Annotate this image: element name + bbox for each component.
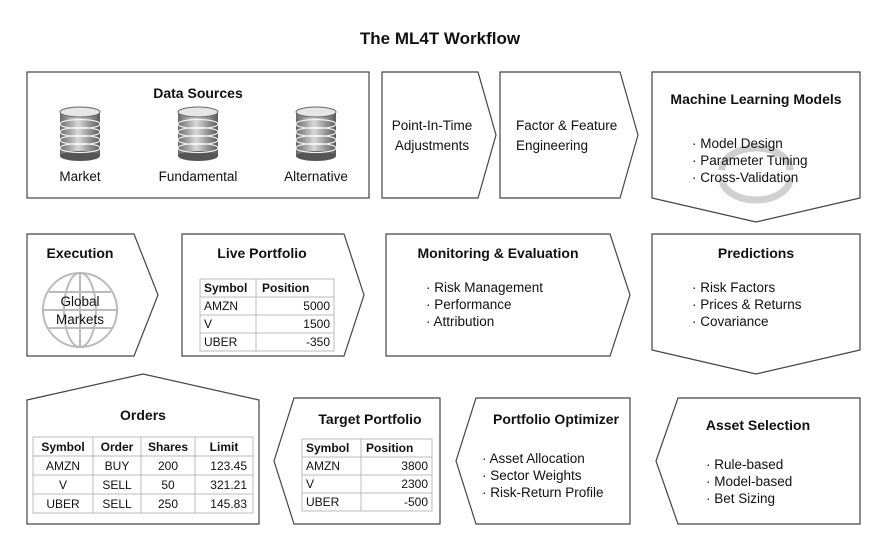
orders-cell: UBER: [46, 497, 80, 511]
live-portfolio-cell: 5000: [303, 299, 330, 313]
database-icon: [295, 106, 337, 162]
monitoring-bullet-3: · Attribution: [426, 314, 494, 329]
target-portfolio-cell: 2300: [401, 477, 428, 491]
orders-table: [32, 436, 254, 514]
live-portfolio-cell: AMZN: [204, 299, 238, 313]
orders-cell: SELL: [102, 497, 132, 511]
monitoring-title: Monitoring & Evaluation: [418, 245, 579, 261]
monitoring-bullet-2: · Performance: [426, 297, 512, 312]
point-in-time-box: Point-In-Time Adjustments: [381, 71, 497, 199]
asset-selection-bullet-2: · Model-based: [706, 474, 792, 489]
orders-cell: AMZN: [46, 459, 80, 473]
orders-cell: SELL: [102, 478, 132, 492]
globe-icon: [42, 272, 118, 348]
asset-selection-bullet-1: · Rule-based: [706, 457, 783, 472]
orders-header-limit: Limit: [210, 440, 239, 454]
data-source-market: Market: [59, 169, 101, 184]
live-portfolio-cell: -350: [306, 335, 330, 349]
ml-models-bullet-1: · Model Design: [692, 136, 783, 151]
orders-cell: 321.21: [210, 478, 247, 492]
target-portfolio-title: Target Portfolio: [318, 411, 421, 427]
asset-selection-title: Asset Selection: [706, 417, 810, 433]
cycle-icon: [718, 144, 794, 204]
ml-models-bullet-2: · Parameter Tuning: [692, 153, 808, 168]
target-portfolio-cell: -500: [404, 495, 428, 509]
ml-models-title: Machine Learning Models: [670, 91, 841, 107]
live-portfolio-box: Live Portfolio Symbol Position AMZN 5000…: [181, 233, 365, 357]
orders-title: Orders: [120, 407, 166, 423]
live-portfolio-table: [199, 278, 335, 352]
live-portfolio-cell: UBER: [204, 335, 238, 349]
orders-cell: BUY: [105, 459, 130, 473]
data-source-fundamental: Fundamental: [159, 169, 238, 184]
execution-title: Execution: [47, 245, 114, 261]
optimizer-bullet-3: · Risk-Return Profile: [482, 485, 604, 500]
data-source-alternative: Alternative: [284, 169, 348, 184]
optimizer-bullet-2: · Sector Weights: [482, 468, 582, 483]
target-portfolio-cell: UBER: [306, 495, 340, 509]
factor-engineering-line-2: Engineering: [516, 138, 588, 153]
data-sources-box: Data Sources Market Fundamental Alternat…: [26, 71, 370, 199]
target-portfolio-box: Target Portfolio Symbol Position AMZN 38…: [273, 397, 441, 525]
factor-engineering-line-1: Factor & Feature: [516, 118, 617, 133]
predictions-box: Predictions · Risk Factors · Prices & Re…: [651, 233, 861, 375]
ml-models-bullet-3: · Cross-Validation: [692, 170, 798, 185]
factor-engineering-box: Factor & Feature Engineering: [499, 71, 639, 199]
execution-globe-line-1: Global: [60, 294, 99, 309]
monitoring-box: Monitoring & Evaluation · Risk Managemen…: [385, 233, 631, 357]
target-portfolio-table: [301, 438, 433, 512]
ml-models-box: Machine Learning Models · Model Design ·…: [651, 71, 861, 223]
optimizer-title: Portfolio Optimizer: [493, 411, 620, 427]
execution-box: Execution Global Markets: [26, 233, 159, 357]
diagram-title: The ML4T Workflow: [360, 29, 521, 48]
target-portfolio-cell: AMZN: [306, 459, 340, 473]
target-portfolio-cell: 3800: [401, 459, 428, 473]
point-in-time-line-1: Point-In-Time: [392, 118, 473, 133]
live-portfolio-cell: V: [204, 317, 212, 331]
target-portfolio-header-symbol: Symbol: [306, 441, 349, 455]
predictions-title: Predictions: [718, 245, 794, 261]
orders-cell: 50: [161, 478, 175, 492]
database-icon: [177, 106, 219, 162]
orders-header-shares: Shares: [148, 440, 188, 454]
live-portfolio-header-symbol: Symbol: [204, 281, 247, 295]
optimizer-box: Portfolio Optimizer · Asset Allocation ·…: [455, 397, 631, 525]
database-icon: [59, 106, 101, 162]
monitoring-bullet-1: · Risk Management: [426, 280, 543, 295]
asset-selection-bullet-3: · Bet Sizing: [706, 491, 775, 506]
orders-box: Orders Symbol Order Shares Limit AMZN BU…: [26, 373, 260, 525]
target-portfolio-cell: V: [306, 477, 314, 491]
predictions-bullet-2: · Prices & Returns: [692, 297, 802, 312]
live-portfolio-title: Live Portfolio: [217, 245, 306, 261]
orders-cell: 200: [158, 459, 178, 473]
orders-cell: 123.45: [210, 459, 247, 473]
orders-header-order: Order: [101, 440, 134, 454]
optimizer-bullet-1: · Asset Allocation: [482, 451, 585, 466]
data-sources-title: Data Sources: [153, 85, 243, 101]
predictions-bullet-3: · Covariance: [692, 314, 769, 329]
point-in-time-line-2: Adjustments: [395, 138, 470, 153]
asset-selection-box: Asset Selection · Rule-based · Model-bas…: [655, 397, 861, 525]
orders-cell: 145.83: [210, 497, 247, 511]
target-portfolio-header-position: Position: [366, 441, 413, 455]
orders-cell: 250: [158, 497, 178, 511]
orders-header-symbol: Symbol: [41, 440, 84, 454]
predictions-bullet-1: · Risk Factors: [692, 280, 776, 295]
orders-cell: V: [59, 478, 67, 492]
execution-globe-line-2: Markets: [56, 312, 104, 327]
live-portfolio-cell: 1500: [303, 317, 330, 331]
live-portfolio-header-position: Position: [262, 281, 309, 295]
